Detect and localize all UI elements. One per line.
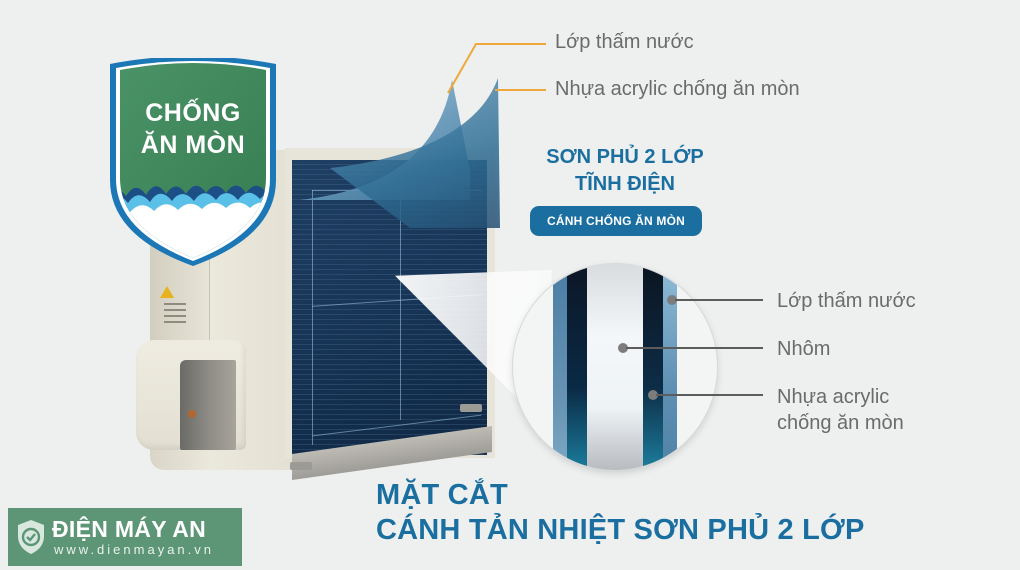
layer-aluminum [587,264,643,470]
callout-dot [667,295,677,305]
coil-frame-line [400,190,401,420]
top-callout-lines [447,43,546,94]
callout-dot [618,343,628,353]
label-acrylic: Nhựa acrylic chống ăn mòn [777,384,904,437]
anti-corrosion-fin-pill: CÁNH CHỐNG ĂN MÒN [530,206,702,236]
main-title-line-2: CÁNH TẢN NHIỆT SƠN PHỦ 2 LỚP [376,513,865,546]
coating-heading-line-1: SƠN PHỦ 2 LỚP [546,146,704,168]
label-waterproof-layer-top: Lớp thấm nước [555,31,694,53]
layer-acrylic-right [643,264,663,470]
brand-logo: ĐIỆN MÁY AN www.dienmayan.vn [8,508,242,566]
shield-icon [110,56,276,266]
callout-dot [648,390,658,400]
warning-icon [160,286,174,298]
callout-line [656,394,763,396]
main-title-line-1: MẶT CẮT [376,479,508,511]
ac-foot [290,462,312,470]
anti-corrosion-badge: CHỐNG ĂN MÒN [106,56,280,268]
coating-heading-line-2: TĨNH ĐIỆN [575,173,675,195]
brand-name: ĐIỆN MÁY AN [52,515,207,542]
shield-check-icon [18,520,44,554]
label-acrylic-line-2: chống ăn mòn [777,412,904,435]
ac-foot [460,404,482,412]
coating-heading: SƠN PHỦ 2 LỚP TĨNH ĐIỆN [510,144,740,198]
ac-label-lines [164,303,186,327]
layer-acrylic-left [567,264,587,470]
ac-valve [188,410,196,418]
ac-valve-slot [180,360,236,450]
callout-line [626,347,763,349]
label-acrylic-top: Nhựa acrylic chống ăn mòn [555,78,800,100]
layer-waterproof-left [553,264,567,470]
cross-section-magnifier [513,264,717,470]
layer-waterproof-right [663,264,677,470]
label-aluminum: Nhôm [777,338,831,360]
badge-line-2: ĂN MÒN [140,131,246,159]
coil-frame-line [312,190,313,445]
main-title: MẶT CẮT CÁNH TẢN NHIỆT SƠN PHỦ 2 LỚP [376,478,865,548]
brand-url: www.dienmayan.vn [54,542,214,558]
label-acrylic-line-1: Nhựa acrylic [777,386,890,408]
callout-line [675,299,763,301]
label-waterproof-layer: Lớp thấm nước [777,290,916,312]
badge-line-1: CHỐNG [145,99,241,127]
